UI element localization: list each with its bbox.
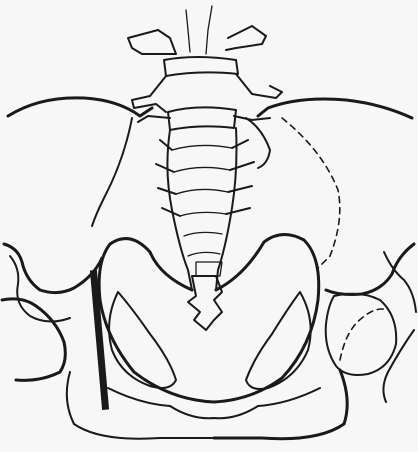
sacrum-outline-right <box>216 128 237 290</box>
vertebra-l3-transverse-processes <box>128 30 176 54</box>
sacral-foramina-right <box>226 140 254 214</box>
right-pubic-ramus <box>258 388 320 406</box>
right-sacroiliac-joint <box>246 118 270 168</box>
left-iliac-crest <box>8 98 152 116</box>
vertebra-l3-right-process <box>226 26 266 50</box>
pubic-arch <box>170 406 258 418</box>
left-femur-neck <box>2 299 65 380</box>
iliac-wings <box>8 98 412 268</box>
sacral-segment-6 <box>188 252 220 256</box>
pelvic-brim-left <box>99 239 214 402</box>
left-pubic-ramus <box>108 388 170 406</box>
right-hip <box>214 244 416 439</box>
left-hip <box>2 244 214 439</box>
left-iliac-wing-inner <box>92 118 132 226</box>
sacral-segment-1 <box>172 145 232 150</box>
sacrum-outline-left <box>167 130 192 290</box>
right-obturator-foramen <box>246 292 311 389</box>
sacral-segment-2 <box>174 167 230 172</box>
left-obturator-foramen <box>109 292 176 388</box>
vertebra-l4-processes <box>132 74 282 112</box>
pelvic-brim-right <box>214 234 319 402</box>
right-femoral-head-dashed <box>340 309 388 360</box>
sacral-segment-3 <box>176 189 228 194</box>
sacral-segment-4 <box>180 212 226 216</box>
right-iliac-crest <box>258 99 412 118</box>
right-femoral-head <box>326 294 396 375</box>
right-sacroiliac-dashed-line <box>282 118 340 268</box>
vertebra-l5-body <box>168 107 236 130</box>
vertebra-l4-body <box>164 57 238 76</box>
right-acetabulum <box>326 244 414 295</box>
sacral-segment-5 <box>184 232 222 236</box>
spinal-canal-top-left <box>186 10 190 52</box>
right-femur-shaft <box>383 330 414 402</box>
spinal-canal-top-right <box>206 6 212 54</box>
right-greater-trochanter <box>384 252 416 312</box>
